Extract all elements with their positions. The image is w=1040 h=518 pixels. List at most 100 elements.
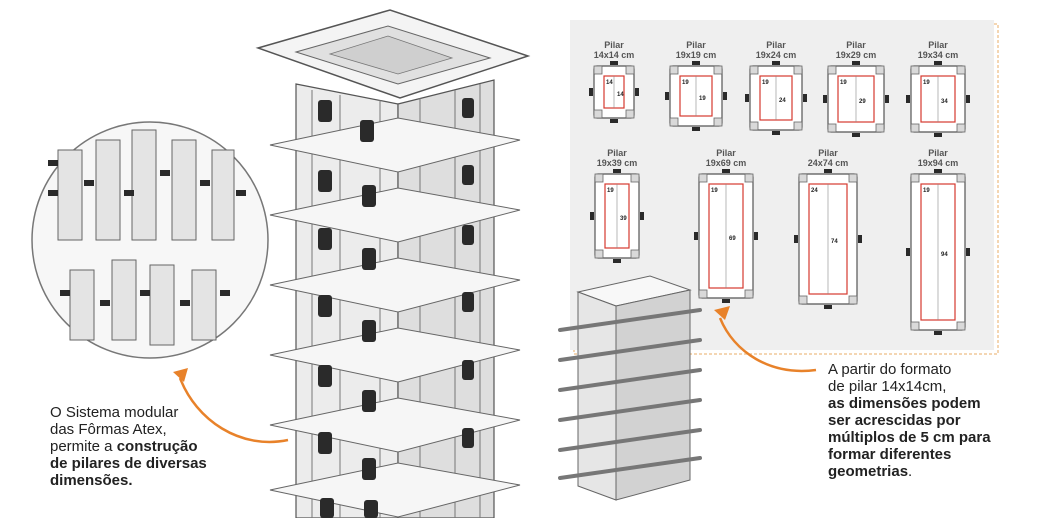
plan-clamp <box>824 305 832 309</box>
plan-corner <box>625 65 635 75</box>
plan-title-size: 14x14 cm <box>593 50 635 60</box>
plan-dim-width: 24 <box>811 188 818 194</box>
plan-clamp <box>934 61 942 65</box>
caption-right-line4: ser acrescidas por <box>828 412 1028 429</box>
caption-right-line4-bold: ser acrescidas por <box>828 412 961 429</box>
plan-clamp <box>823 95 827 103</box>
caption-left-line5: dimensões. <box>50 472 250 489</box>
caption-left: O Sistema modular das Fôrmas Atex, permi… <box>50 404 250 489</box>
detail-circle <box>31 121 269 359</box>
plan-clamp <box>692 127 700 131</box>
plan-title-word: Pilar <box>604 40 624 50</box>
plan-title-word: Pilar <box>716 148 736 158</box>
plan-clamp <box>723 92 727 100</box>
plan-9 <box>906 169 970 335</box>
plan-clamp <box>794 235 798 243</box>
caption-left-line3-bold: construção <box>116 438 198 455</box>
plan-corner <box>625 109 635 119</box>
plan-dim-height: 94 <box>941 252 948 258</box>
plan-clamp <box>694 232 698 240</box>
plan-clamp <box>722 169 730 173</box>
plan-corner <box>956 65 966 75</box>
plan-dim-height: 19 <box>699 96 706 102</box>
plan-1 <box>589 61 639 123</box>
caption-right-line6-bold: formar diferentes <box>828 446 952 463</box>
caption-left-line5-bold: dimensões. <box>50 472 133 489</box>
plan-corner <box>593 109 603 119</box>
plan-clamp <box>772 131 780 135</box>
plan-clamp <box>934 331 942 335</box>
plan-6 <box>590 169 644 263</box>
plan-clamp <box>966 248 970 256</box>
plan-corner <box>910 65 920 75</box>
caption-right-line5-bold: múltiplos de 5 cm para <box>828 429 991 446</box>
plan-clamp <box>722 299 730 303</box>
plan-corner <box>793 65 803 75</box>
plan-corner <box>630 249 640 259</box>
plan-corner <box>744 173 754 183</box>
plan-clamp <box>590 212 594 220</box>
plan-corner <box>875 123 885 133</box>
plan-clamp <box>754 232 758 240</box>
caption-right-line1: A partir do formato <box>828 361 952 378</box>
plan-title-size: 19x69 cm <box>705 158 747 168</box>
plan-corner <box>848 173 858 183</box>
plan-clamp <box>824 169 832 173</box>
plan-corner <box>956 123 966 133</box>
plan-dim-width: 19 <box>682 80 689 86</box>
plan-clamp <box>858 235 862 243</box>
plan-corner <box>594 249 604 259</box>
plan-2 <box>665 61 727 131</box>
plan-title-size: 19x24 cm <box>755 50 797 60</box>
plan-dim-width: 19 <box>923 80 930 86</box>
caption-left-line4-bold: de pilares de diversas <box>50 455 207 472</box>
caption-right-line7-plain: . <box>908 463 913 480</box>
arrow-right <box>714 306 817 373</box>
plan-dim-width: 19 <box>840 80 847 86</box>
plan-clamp <box>934 169 942 173</box>
caption-right-line3-bold: as dimensões podem <box>828 395 981 412</box>
plan-title-word: Pilar <box>766 40 786 50</box>
plan-corner <box>875 65 885 75</box>
plan-dim-width: 19 <box>923 188 930 194</box>
plan-corner <box>798 295 808 305</box>
plan-clamp <box>852 133 860 137</box>
plan-corner <box>713 65 723 75</box>
plan-corner <box>698 289 708 299</box>
plan-corner <box>698 173 708 183</box>
caption-left-line3-plain: permite a <box>50 438 117 455</box>
plan-corner <box>744 289 754 299</box>
plan-clamp <box>906 248 910 256</box>
plan-dim-width: 19 <box>762 80 769 86</box>
arrow-left <box>173 368 289 444</box>
plan-corner <box>956 173 966 183</box>
plan-5 <box>906 61 970 137</box>
plan-corner <box>793 121 803 131</box>
plan-clamp <box>906 95 910 103</box>
plan-corner <box>594 173 604 183</box>
caption-left-line1: O Sistema modular <box>50 404 179 421</box>
plan-corner <box>798 173 808 183</box>
plan-4 <box>823 61 889 137</box>
plan-title-word: Pilar <box>607 148 627 158</box>
caption-right-line7-bold: geometrias <box>828 463 909 480</box>
caption-right-line2: de pilar 14x14cm, <box>828 378 947 395</box>
plan-corner <box>827 65 837 75</box>
plan-clamp <box>745 94 749 102</box>
plan-title-size: 19x19 cm <box>675 50 717 60</box>
plan-corner <box>669 65 679 75</box>
plan-clamp <box>613 169 621 173</box>
caption-right-line5: múltiplos de 5 cm para <box>828 429 1028 446</box>
plan-clamp <box>852 61 860 65</box>
plan-clamp <box>635 88 639 96</box>
plan-title-word: Pilar <box>928 148 948 158</box>
plan-corner <box>956 321 966 331</box>
